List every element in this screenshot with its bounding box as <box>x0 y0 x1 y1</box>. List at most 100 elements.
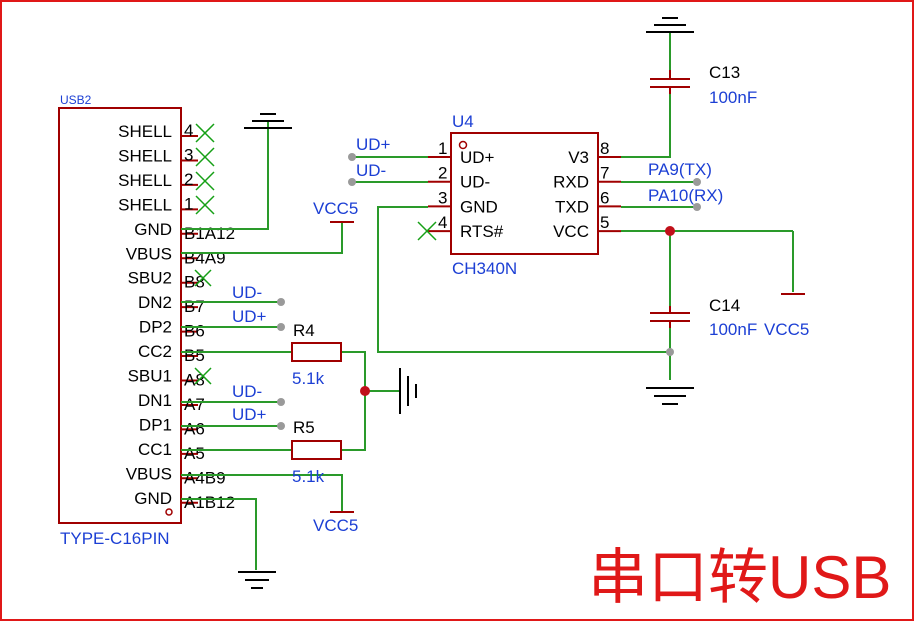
power-port-vcc5: VCC5 <box>313 511 358 535</box>
r5-body <box>291 440 342 460</box>
usb-pin: DP1 A6 <box>139 415 205 438</box>
usb-pin-name: CC2 <box>138 342 172 361</box>
usb-pin: SBU2 B8 <box>128 269 205 292</box>
usb-pin-number: B6 <box>184 322 205 341</box>
usb-pin-name: SHELL <box>118 146 172 165</box>
usb-pin-name: SHELL <box>118 195 172 214</box>
capacitor-c14[interactable]: C14 100nF <box>650 296 757 339</box>
net-terminals <box>277 153 701 430</box>
ic-pin-left: RTS# 4 <box>428 213 504 241</box>
ic-pin-name: UD+ <box>460 148 495 167</box>
usb-pin-name: SBU2 <box>128 269 172 288</box>
ic-pin-number: 1 <box>438 139 447 158</box>
page-title: 串口转USB <box>588 544 891 611</box>
usb-pin-name: SHELL <box>118 122 172 141</box>
usb-pin-number: A8 <box>184 371 205 390</box>
usb-pin-number: A7 <box>184 395 205 414</box>
svg-text:VCC5: VCC5 <box>764 320 809 339</box>
net-labels: UD+ UD- UD- UD+ UD- UD+ PA9(TX) PA10(RX) <box>232 135 723 424</box>
net-label-ud-plus: UD+ <box>356 135 391 154</box>
net-label-pa9: PA9(TX) <box>648 160 712 179</box>
usb-pin-number: B8 <box>184 273 205 292</box>
usb-pin-name: DN1 <box>138 391 172 410</box>
ic-pin-left: UD+ 1 <box>428 139 495 167</box>
no-connect-x-icon <box>195 195 215 215</box>
usb-pin-number: 4 <box>184 121 193 140</box>
net-label-ud-minus: UD- <box>232 382 262 401</box>
ic-pin-number: 4 <box>438 213 447 232</box>
usb-pin-number: 3 <box>184 145 193 164</box>
ic-pin-number: 2 <box>438 164 447 183</box>
usb-pin-number: A5 <box>184 444 205 463</box>
net-label-ud-minus: UD- <box>356 161 386 180</box>
no-connect-x-icon <box>194 269 212 287</box>
no-connect-x-icon <box>417 221 437 241</box>
usb-pin-name: CC1 <box>138 440 172 459</box>
r5-value: 5.1k <box>292 467 325 486</box>
usb-pin-number: B5 <box>184 346 205 365</box>
ic-pin-name: RTS# <box>460 222 504 241</box>
r5-ref: R5 <box>293 418 315 437</box>
ic-pin-name: RXD <box>553 173 589 192</box>
c14-value: 100nF <box>709 320 757 339</box>
power-port-vcc5: VCC5 <box>764 293 809 339</box>
no-connect-markers <box>194 123 437 385</box>
usb-pin-number: A6 <box>184 419 205 438</box>
usb-pin-name: DP1 <box>139 415 172 434</box>
usb-pin-number: B4A9 <box>184 248 226 267</box>
usb-ref: USB2 <box>60 93 92 107</box>
ic-pin-name: V3 <box>568 148 589 167</box>
ic-ref: U4 <box>452 112 474 131</box>
resistor-r5[interactable]: R5 5.1k <box>291 418 342 486</box>
usb-pin-name: SHELL <box>118 171 172 190</box>
c13-value: 100nF <box>709 88 757 107</box>
usb-pin: CC2 B5 <box>138 342 205 365</box>
usb-pin: SHELL 1 <box>118 194 198 214</box>
resistor-r4[interactable]: R4 5.1k <box>291 321 342 388</box>
c13-ref: C13 <box>709 63 740 82</box>
ic-body <box>450 132 599 255</box>
r4-value: 5.1k <box>292 369 325 388</box>
usb-pin: SBU1 A8 <box>128 367 205 390</box>
capacitor-c13[interactable]: C13 100nF <box>650 63 757 107</box>
usb-pin: SHELL 3 <box>118 145 198 165</box>
power-port-vcc5: VCC5 <box>313 199 358 223</box>
usb-value: TYPE-C16PIN <box>60 529 170 548</box>
ic-pin1-marker <box>458 140 468 150</box>
net-label-ud-minus: UD- <box>232 283 262 302</box>
ic-pin-number: 7 <box>600 164 609 183</box>
ic-pin-name: GND <box>460 197 498 216</box>
r4-ref: R4 <box>293 321 315 340</box>
no-connect-x-icon <box>195 123 215 143</box>
usb-pin-name: DN2 <box>138 293 172 312</box>
ic-pin-left: UD-2 <box>428 164 490 192</box>
usb-pin-number: B1A12 <box>184 224 235 243</box>
usb-pin-name: SBU1 <box>128 367 172 386</box>
r4-body <box>291 342 342 362</box>
ic-pin-number: 3 <box>438 188 447 207</box>
ic-value: CH340N <box>452 259 517 278</box>
net-label-pa10: PA10(RX) <box>648 186 723 205</box>
c14-ref: C14 <box>709 296 740 315</box>
usb-pin-number: B7 <box>184 297 205 316</box>
svg-text:VCC5: VCC5 <box>313 199 358 218</box>
no-connect-x-icon <box>195 147 215 167</box>
usb-pin-number: 1 <box>184 194 193 213</box>
ic-pin-right: RXD 7 <box>553 164 621 192</box>
ic-pin-name: TXD <box>555 197 589 216</box>
ground-icon <box>646 387 694 405</box>
junction-dot <box>665 226 675 236</box>
usb-pin: CC1 A5 <box>138 440 205 463</box>
ground-icon <box>244 113 292 134</box>
ic-pin-name: VCC <box>553 222 589 241</box>
